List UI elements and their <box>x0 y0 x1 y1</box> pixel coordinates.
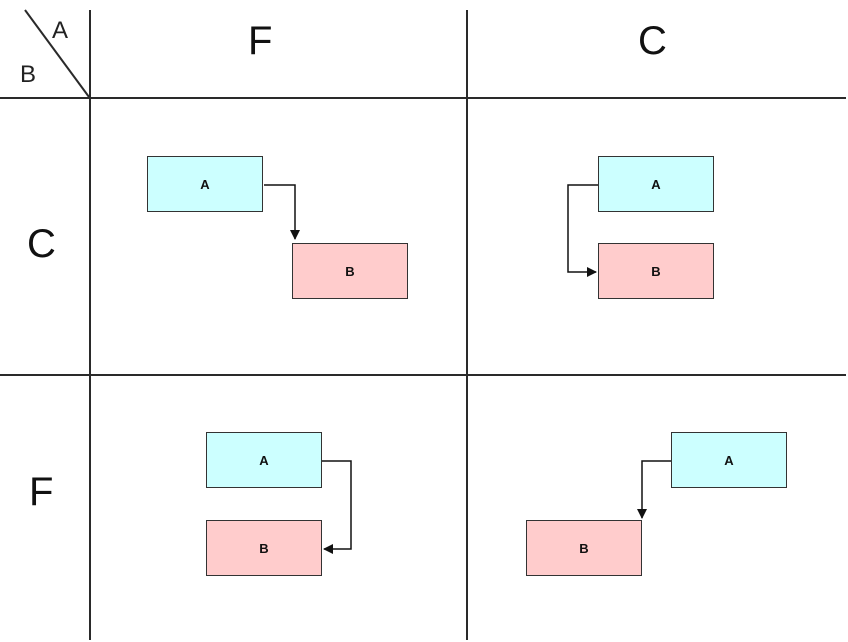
arrow-f-c <box>637 460 671 519</box>
column-header-f: F <box>248 19 273 63</box>
corner-label-b: B <box>20 61 37 88</box>
arrow-c-f <box>264 184 300 240</box>
corner-label-a: A <box>52 17 69 44</box>
column-header-c: C <box>638 19 667 63</box>
vertical-divider-left <box>89 10 91 640</box>
cell-c-c-box-a: A <box>598 156 714 212</box>
cell-c-c-box-b: B <box>598 243 714 299</box>
row-header-c: C <box>27 222 56 266</box>
cell-c-f-box-a: A <box>147 156 263 212</box>
vertical-divider-right <box>466 10 468 640</box>
cell-f-f-box-b: B <box>206 520 322 576</box>
cell-f-f-box-a: A <box>206 432 322 488</box>
corner-diagonal <box>24 9 90 98</box>
arrow-f-f <box>322 460 352 554</box>
cell-f-c-box-b: B <box>526 520 642 576</box>
cell-c-f-box-b: B <box>292 243 408 299</box>
row-header-f: F <box>29 470 54 514</box>
arrow-c-c <box>567 184 598 277</box>
horizontal-divider-top <box>0 97 846 99</box>
horizontal-divider-middle <box>0 374 846 376</box>
cell-f-c-box-a: A <box>671 432 787 488</box>
